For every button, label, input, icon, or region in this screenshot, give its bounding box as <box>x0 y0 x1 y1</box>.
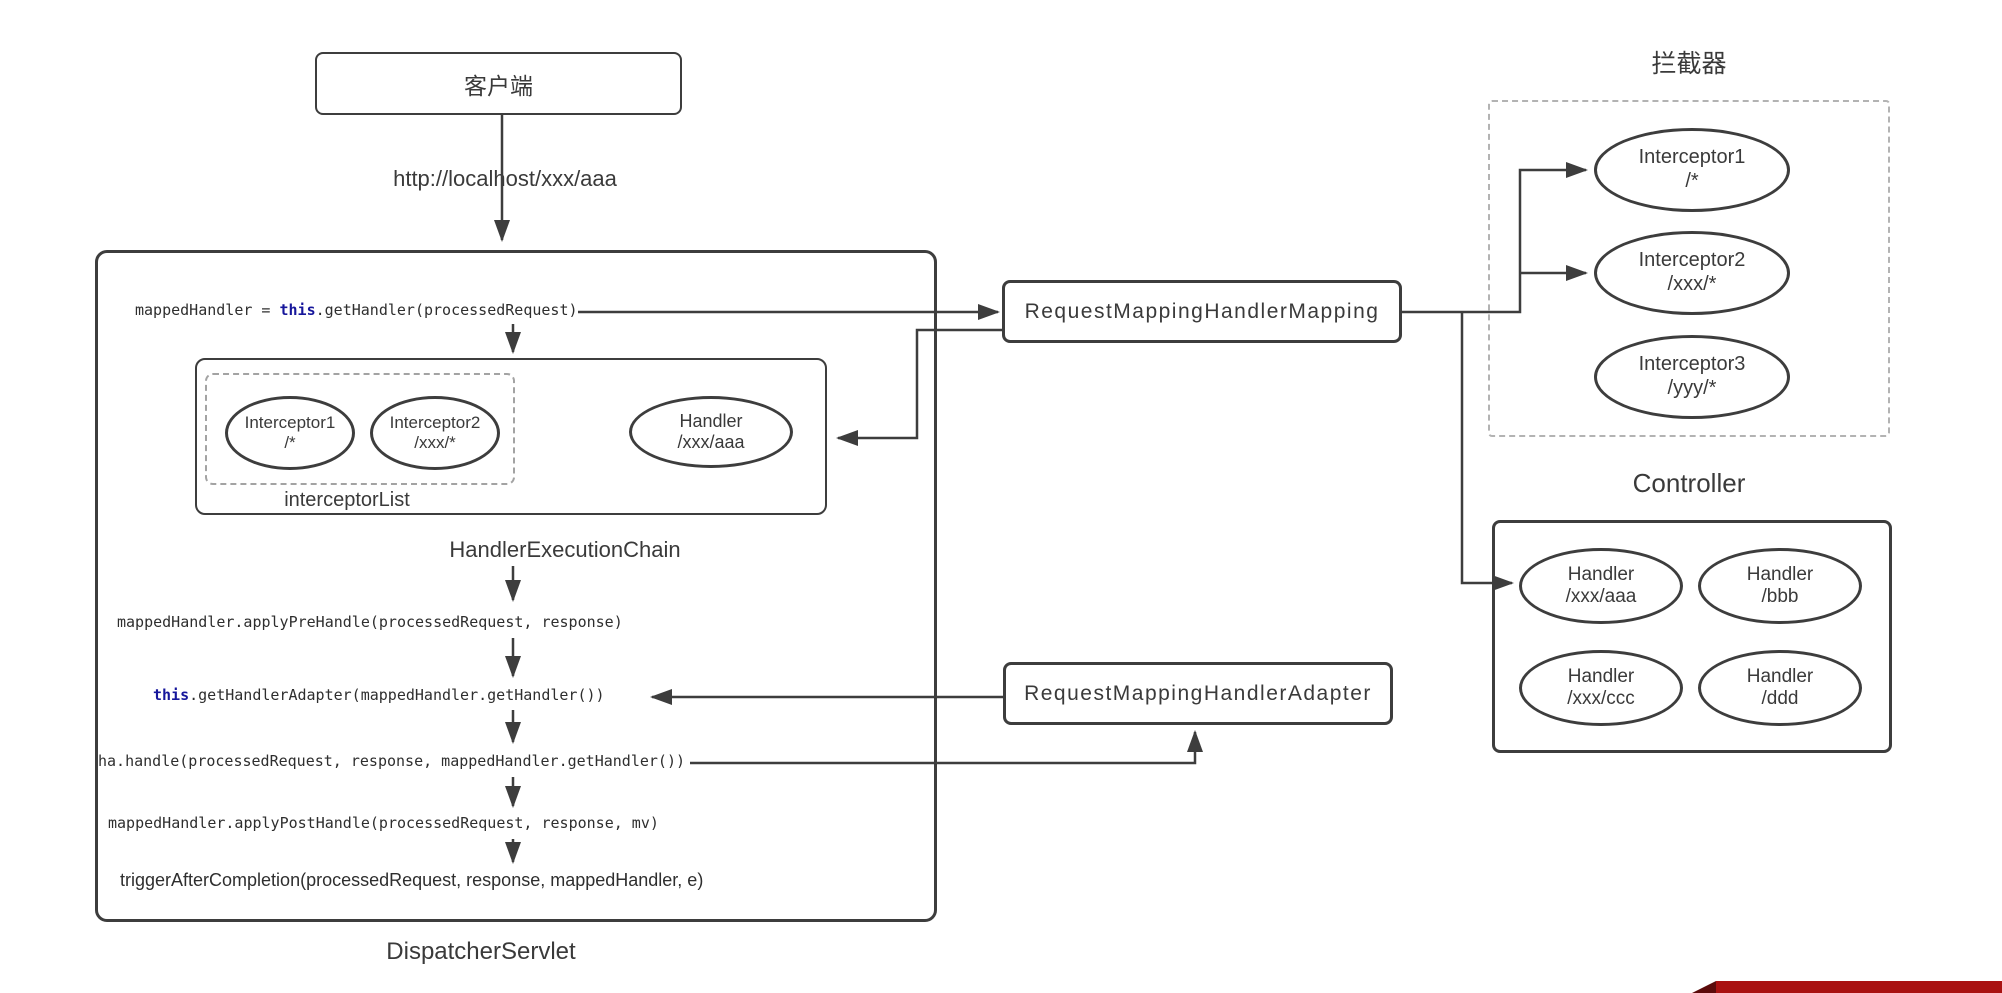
panel-interceptor2-ellipse: Interceptor2 /xxx/* <box>1594 231 1790 315</box>
interceptor-name: Interceptor2 <box>389 412 481 432</box>
chain-interceptor1-ellipse: Interceptor1 /* <box>225 396 355 470</box>
request-mapping-handler-adapter-box: RequestMappingHandlerAdapter <box>1003 662 1393 725</box>
code-apply-pre-handle: mappedHandler.applyPreHandle(processedRe… <box>117 613 623 631</box>
interceptor-path: /* <box>284 433 296 452</box>
panel-interceptor3-ellipse: Interceptor3 /yyy/* <box>1594 335 1790 419</box>
code-ha-handle: ha.handle(processedRequest, response, ma… <box>98 752 685 770</box>
interceptor-name: Interceptor2 <box>1638 249 1746 272</box>
interceptors-panel-title: 拦截器 <box>1651 50 1727 78</box>
controller-handler2-ellipse: Handler /bbb <box>1698 548 1862 624</box>
interceptor-path: /* <box>1685 170 1699 192</box>
handler-name: Handler <box>679 410 743 431</box>
handler-path: /ddd <box>1761 688 1799 709</box>
dispatcher-servlet-label: DispatcherServlet <box>386 938 576 965</box>
interceptor-name: Interceptor3 <box>1638 353 1746 376</box>
chain-handler-ellipse: Handler /xxx/aaa <box>629 396 793 468</box>
code-pre: mappedHandler = <box>135 301 280 319</box>
interceptor-list-label: interceptorList <box>284 489 410 511</box>
interceptor-name: Interceptor1 <box>1638 146 1746 169</box>
ribbon-fold <box>1692 981 1716 993</box>
code-post: .getHandler(processedRequest) <box>315 301 578 319</box>
controller-handler1-ellipse: Handler /xxx/aaa <box>1519 548 1683 624</box>
controller-handler4-ellipse: Handler /ddd <box>1698 650 1862 726</box>
interceptor-list-box <box>205 373 515 485</box>
panel-interceptor1-ellipse: Interceptor1 /* <box>1594 128 1790 212</box>
code-post: .getHandlerAdapter(mappedHandler.getHand… <box>189 686 605 704</box>
handler-name: Handler <box>1567 665 1635 687</box>
handler-name: Handler <box>1746 563 1814 585</box>
code-apply-post-handle: mappedHandler.applyPostHandle(processedR… <box>108 814 659 832</box>
code-get-handler: mappedHandler = this.getHandler(processe… <box>135 301 578 319</box>
client-label: 客户端 <box>464 72 533 99</box>
handler-path: /xxx/aaa <box>677 432 745 452</box>
dispatcher-servlet-box <box>95 250 937 922</box>
ribbon-body <box>1716 981 2002 993</box>
client-box: 客户端 <box>315 52 682 115</box>
code-trigger-after-completion: triggerAfterCompletion(processedRequest,… <box>120 870 704 890</box>
handler-execution-chain-label: HandlerExecutionChain <box>449 537 681 562</box>
interceptor-path: /xxx/* <box>1667 273 1717 295</box>
interceptor-path: /yyy/* <box>1667 377 1717 399</box>
handler-name: Handler <box>1567 563 1635 585</box>
interceptor-path: /xxx/* <box>414 433 456 452</box>
controller-panel-title: Controller <box>1632 468 1746 498</box>
this-keyword: this <box>153 686 190 704</box>
chain-interceptor2-ellipse: Interceptor2 /xxx/* <box>370 396 500 470</box>
handler-path: /xxx/ccc <box>1567 688 1635 709</box>
handler-path: /bbb <box>1761 586 1799 607</box>
interceptor-name: Interceptor1 <box>244 412 336 432</box>
adapter-box-label: RequestMappingHandlerAdapter <box>1024 681 1372 705</box>
code-get-handler-adapter: this.getHandlerAdapter(mappedHandler.get… <box>153 686 605 704</box>
this-keyword: this <box>279 301 316 319</box>
handler-execution-chain-box <box>195 358 827 515</box>
request-url-label: http://localhost/xxx/aaa <box>393 166 617 191</box>
handler-path: /xxx/aaa <box>1565 586 1637 607</box>
handler-name: Handler <box>1746 665 1814 687</box>
controller-handler3-ellipse: Handler /xxx/ccc <box>1519 650 1683 726</box>
controller-panel-box <box>1492 520 1892 753</box>
mapping-box-label: RequestMappingHandlerMapping <box>1024 299 1380 323</box>
request-mapping-handler-mapping-box: RequestMappingHandlerMapping <box>1002 280 1402 343</box>
